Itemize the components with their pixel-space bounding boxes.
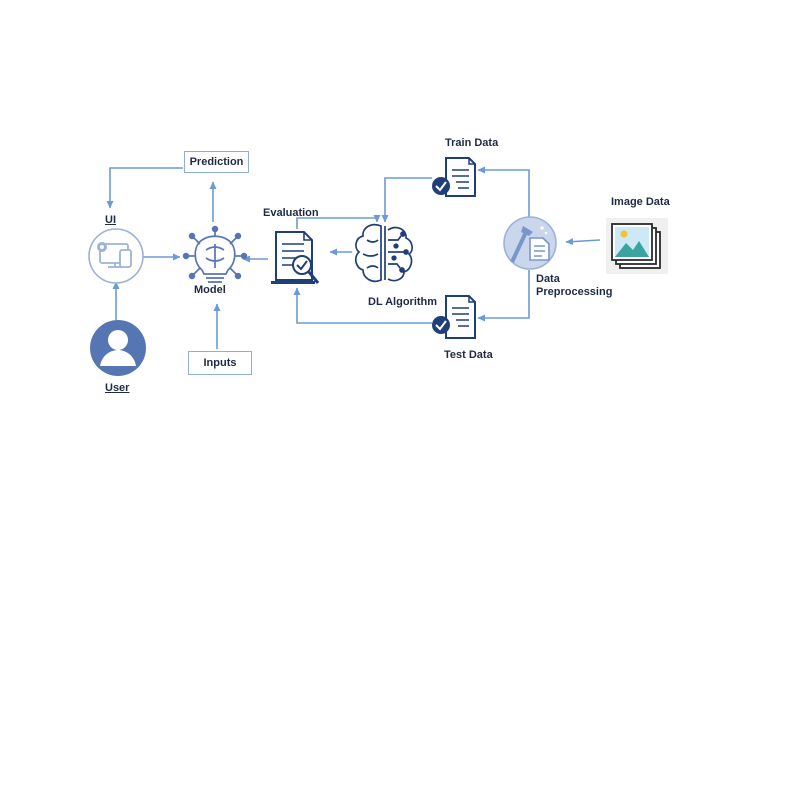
ui-label: UI <box>105 214 116 226</box>
arrow-image-to-preprocessing <box>565 238 601 246</box>
arrow-preprocessing-to-test <box>477 270 530 322</box>
connectors <box>106 166 601 349</box>
arrow-test-to-evaluation <box>293 287 432 324</box>
train-data-label: Train Data <box>445 137 499 149</box>
brain-circuit-icon <box>354 223 413 283</box>
user-avatar-icon <box>90 320 146 376</box>
arrow-preprocessing-to-train <box>477 166 530 218</box>
arrow-prediction-to-ui <box>106 167 183 209</box>
test-data-doc-icon <box>432 295 476 339</box>
prediction-box: Prediction <box>184 151 249 173</box>
image-data-label: Image Data <box>611 196 670 208</box>
evaluation-doc-icon <box>271 231 320 284</box>
data-preprocessing-label-line2: Preprocessing <box>536 286 613 298</box>
evaluation-label: Evaluation <box>263 207 319 219</box>
image-stack-icon <box>606 218 668 274</box>
arrow-evaluation-to-brain <box>296 215 381 229</box>
train-data-doc-icon <box>432 157 476 197</box>
ui-device-icon <box>88 228 144 284</box>
test-data-label: Test Data <box>444 349 493 361</box>
dl-algorithm-label: DL Algorithm <box>368 296 438 308</box>
data-preprocessing-label-line1: Data <box>536 273 560 285</box>
inputs-box: Inputs <box>188 351 252 375</box>
preprocessing-tools-icon <box>503 216 557 270</box>
user-label: User <box>105 382 130 394</box>
arrow-train-to-brain <box>381 177 432 223</box>
ai-bulb-icon <box>182 225 248 283</box>
model-label: Model <box>194 284 226 296</box>
